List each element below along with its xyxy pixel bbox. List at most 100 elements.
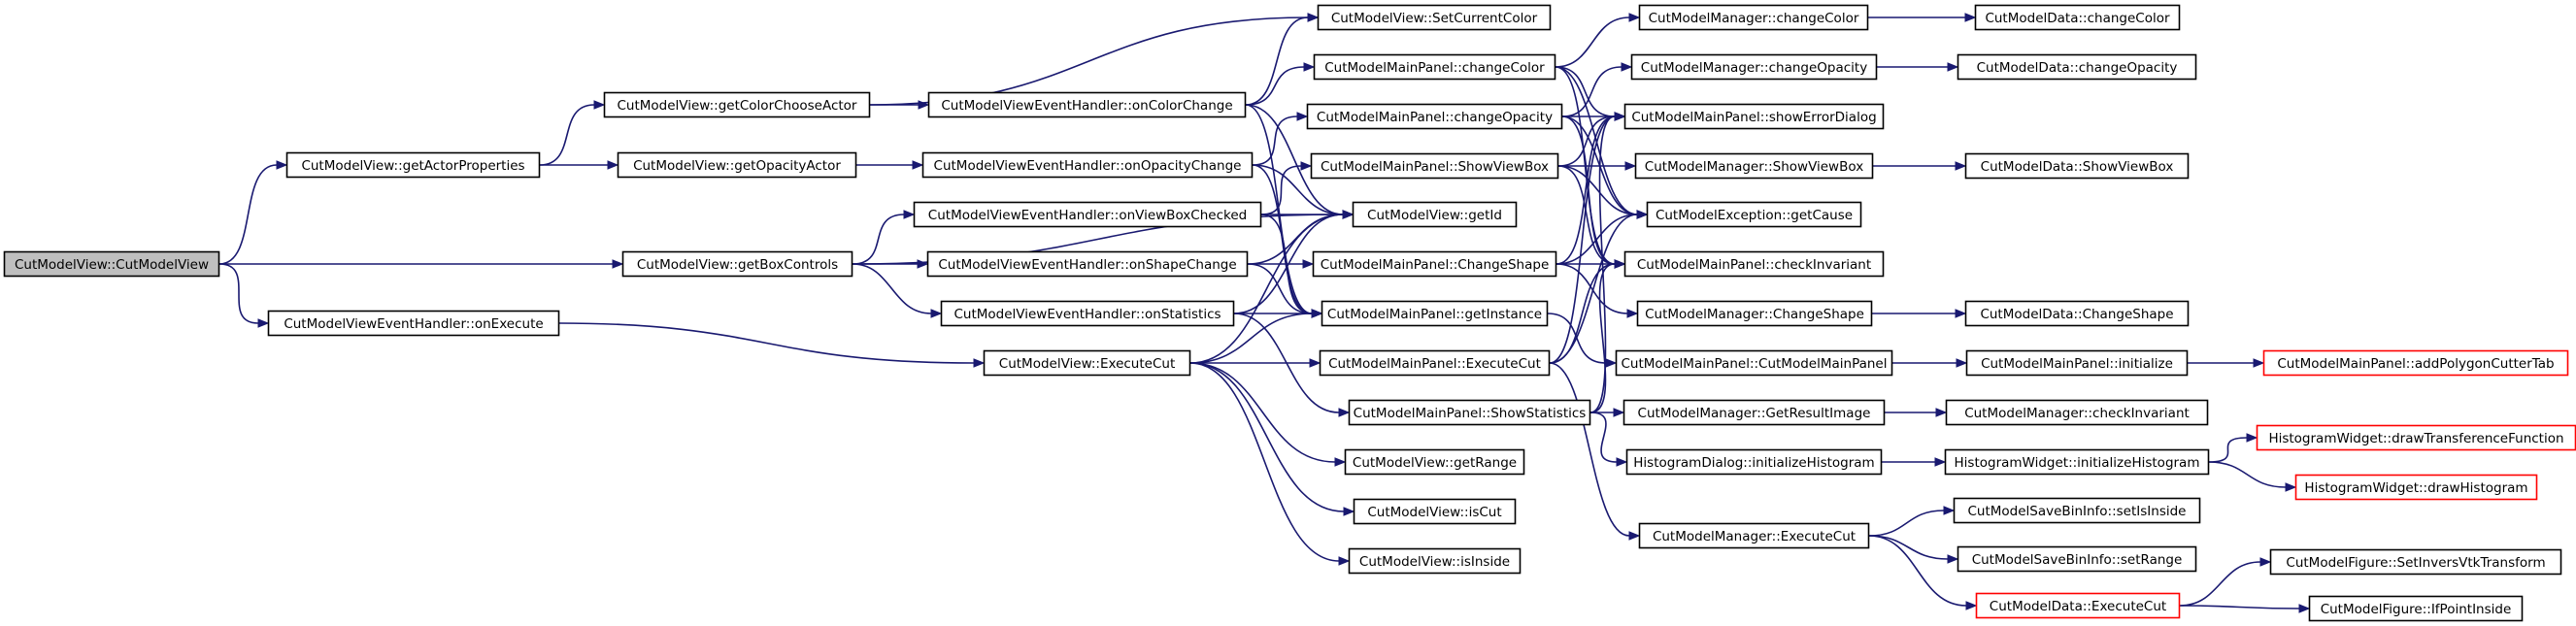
edge-root-to-getBoxControls bbox=[219, 259, 624, 269]
node-label: CutModelManager::changeOpacity bbox=[1641, 60, 1867, 76]
edge-root-to-getActorProperties bbox=[218, 160, 288, 265]
node-box bbox=[1615, 349, 1893, 377]
node-mpCtor[interactable]: CutModelMainPanel::CutModelMainPanel bbox=[1615, 349, 1893, 377]
node-ExecuteCut[interactable]: CutModelView::ExecuteCut bbox=[983, 349, 1191, 377]
edge-onColorChange-to-mpChangeColor bbox=[1245, 62, 1316, 106]
node-mgChangeShape[interactable]: CutModelManager::ChangeShape bbox=[1636, 300, 1873, 327]
node-isCut[interactable]: CutModelView::isCut bbox=[1353, 498, 1517, 525]
node-mpChangeOpacity[interactable]: CutModelMainPanel::changeOpacity bbox=[1306, 103, 1563, 130]
node-IfPointInside[interactable]: CutModelFigure::IfPointInside bbox=[2308, 595, 2524, 622]
node-getId[interactable]: CutModelView::getId bbox=[1352, 201, 1518, 228]
node-getBoxControls[interactable]: CutModelView::getBoxControls bbox=[621, 250, 853, 278]
node-label: CutModelData::changeOpacity bbox=[1977, 60, 2178, 76]
node-label: CutModelManager::changeColor bbox=[1649, 11, 1859, 26]
node-hdInitHistogram[interactable]: HistogramDialog::initializeHistogram bbox=[1625, 448, 1883, 476]
edge-getBoxControls-to-onStatistics bbox=[852, 263, 943, 318]
node-setRange[interactable]: CutModelSaveBinInfo::setRange bbox=[1957, 545, 2197, 573]
node-box bbox=[1344, 448, 1525, 476]
node-label: CutModelViewEventHandler::onColorChange bbox=[941, 98, 1232, 114]
edge-onShapeChange-to-mpChangeShape bbox=[1248, 259, 1315, 269]
node-mgChangeOpacity[interactable]: CutModelManager::changeOpacity bbox=[1630, 53, 1878, 81]
node-label: CutModelSaveBinInfo::setRange bbox=[1972, 552, 2183, 568]
edge-mpChangeShape-to-showErrorDialog bbox=[1556, 112, 1626, 265]
node-SetInversVtkTransform[interactable]: CutModelFigure::SetInversVtkTransform bbox=[2269, 548, 2562, 576]
node-box bbox=[617, 151, 857, 179]
node-onShapeChange[interactable]: CutModelViewEventHandler::onShapeChange bbox=[926, 250, 1249, 278]
node-label: CutModelView::isInside bbox=[1359, 554, 1510, 570]
node-label: CutModelMainPanel::addPolygonCutterTab bbox=[2277, 356, 2554, 372]
edge-dExecuteCut-to-IfPointInside bbox=[2179, 604, 2311, 613]
node-box bbox=[1352, 201, 1518, 228]
edge-mpExecuteCut-to-getCause bbox=[1549, 210, 1649, 364]
edge-mgChangeOpacity-to-dChangeOpacity bbox=[1877, 62, 1959, 72]
node-box bbox=[1638, 522, 1870, 549]
node-box bbox=[1975, 592, 2181, 619]
node-label: CutModelManager::checkInvariant bbox=[1964, 406, 2190, 421]
node-mpShowStatistics[interactable]: CutModelMainPanel::ShowStatistics bbox=[1348, 399, 1591, 426]
node-mgExecuteCut[interactable]: CutModelManager::ExecuteCut bbox=[1638, 522, 1870, 549]
node-mgCheckInvariant[interactable]: CutModelManager::checkInvariant bbox=[1945, 399, 2209, 426]
node-GetResultImage[interactable]: CutModelManager::GetResultImage bbox=[1623, 399, 1886, 426]
node-dChangeOpacity[interactable]: CutModelData::changeOpacity bbox=[1957, 53, 2197, 81]
node-getActorProperties[interactable]: CutModelView::getActorProperties bbox=[285, 151, 541, 179]
node-SetCurrentColor[interactable]: CutModelView::SetCurrentColor bbox=[1317, 4, 1552, 31]
node-label: CutModelViewEventHandler::onExecute bbox=[284, 316, 543, 332]
node-isInside[interactable]: CutModelView::isInside bbox=[1348, 547, 1522, 575]
node-dShowViewBox[interactable]: CutModelData::ShowViewBox bbox=[1964, 152, 2190, 180]
edge-mpShowStatistics-to-hdInitHistogram bbox=[1589, 412, 1628, 467]
node-onOpacityChange[interactable]: CutModelViewEventHandler::onOpacityChang… bbox=[921, 151, 1254, 179]
node-getColorChooseActor[interactable]: CutModelView::getColorChooseActor bbox=[603, 91, 871, 118]
node-onViewBoxChecked[interactable]: CutModelViewEventHandler::onViewBoxCheck… bbox=[913, 201, 1262, 228]
node-label: HistogramWidget::drawHistogram bbox=[2304, 480, 2527, 496]
node-getOpacityActor[interactable]: CutModelView::getOpacityActor bbox=[617, 151, 857, 179]
node-hwInitHistogram[interactable]: HistogramWidget::initializeHistogram bbox=[1944, 448, 2210, 476]
node-dExecuteCut[interactable]: CutModelData::ExecuteCut bbox=[1975, 592, 2181, 619]
node-box bbox=[1625, 448, 1883, 476]
node-onColorChange[interactable]: CutModelViewEventHandler::onColorChange bbox=[927, 91, 1247, 118]
edge-ExecuteCut-to-getInstance bbox=[1189, 309, 1323, 364]
node-dChangeColor[interactable]: CutModelData::changeColor bbox=[1974, 4, 2181, 31]
edge-mpChangeColor-to-mgChangeColor bbox=[1555, 13, 1641, 68]
node-getCause[interactable]: CutModelException::getCause bbox=[1646, 201, 1862, 228]
edge-getColorChooseActor-to-SetCurrentColor bbox=[869, 13, 1320, 106]
node-box bbox=[1348, 399, 1591, 426]
edge-hwInitHistogram-to-drawHistogram bbox=[2208, 461, 2297, 492]
edge-root-to-onExecute bbox=[218, 263, 270, 328]
edge-mpShowStatistics-to-checkInvariantMP bbox=[1589, 259, 1626, 413]
edge-onExecute-to-ExecuteCut bbox=[558, 322, 986, 368]
node-checkInvariantMP[interactable]: CutModelMainPanel::checkInvariant bbox=[1623, 250, 1885, 278]
node-root[interactable]: CutModelView::CutModelView bbox=[3, 250, 220, 278]
node-onExecute[interactable]: CutModelViewEventHandler::onExecute bbox=[267, 310, 560, 337]
node-label: CutModelView::getOpacityActor bbox=[633, 158, 841, 174]
edge-ExecuteCut-to-mpExecuteCut bbox=[1189, 358, 1321, 368]
node-box bbox=[927, 91, 1247, 118]
node-mpChangeColor[interactable]: CutModelMainPanel::changeColor bbox=[1313, 53, 1556, 81]
node-getRange[interactable]: CutModelView::getRange bbox=[1344, 448, 1525, 476]
nodes-layer: CutModelView::CutModelViewCutModelView::… bbox=[3, 4, 2576, 622]
node-setIsInside[interactable]: CutModelSaveBinInfo::setIsInside bbox=[1953, 497, 2201, 524]
node-mpInitialize[interactable]: CutModelMainPanel::initialize bbox=[1965, 349, 2189, 377]
node-showErrorDialog[interactable]: CutModelMainPanel::showErrorDialog bbox=[1623, 103, 1885, 130]
node-dChangeShape[interactable]: CutModelData::ChangeShape bbox=[1964, 300, 2190, 327]
node-label: CutModelMainPanel::initialize bbox=[1981, 356, 2173, 372]
node-box bbox=[1623, 399, 1886, 426]
node-mpShowViewBox[interactable]: CutModelMainPanel::ShowViewBox bbox=[1310, 152, 1559, 180]
node-label: CutModelManager::ExecuteCut bbox=[1653, 529, 1856, 544]
node-drawHistogram[interactable]: HistogramWidget::drawHistogram bbox=[2294, 474, 2538, 501]
node-label: CutModelData::changeColor bbox=[1985, 11, 2170, 26]
node-drawTransferenceFunction[interactable]: HistogramWidget::drawTransferenceFunctio… bbox=[2256, 424, 2576, 451]
edge-ExecuteCut-to-isInside bbox=[1189, 362, 1351, 566]
node-label: CutModelViewEventHandler::onShapeChange bbox=[938, 257, 1236, 273]
node-label: CutModelMainPanel::CutModelMainPanel bbox=[1621, 356, 1887, 372]
node-mpExecuteCut[interactable]: CutModelMainPanel::ExecuteCut bbox=[1319, 349, 1551, 377]
node-box bbox=[1348, 547, 1522, 575]
node-mpChangeShape[interactable]: CutModelMainPanel::ChangeShape bbox=[1312, 250, 1557, 278]
node-addPolygonCutterTab[interactable]: CutModelMainPanel::addPolygonCutterTab bbox=[2262, 349, 2569, 377]
node-getInstance[interactable]: CutModelMainPanel::getInstance bbox=[1321, 300, 1549, 327]
node-mgChangeColor[interactable]: CutModelManager::changeColor bbox=[1638, 4, 1869, 31]
node-onStatistics[interactable]: CutModelViewEventHandler::onStatistics bbox=[940, 300, 1235, 327]
node-label: CutModelMainPanel::ExecuteCut bbox=[1328, 356, 1541, 372]
node-mgShowViewBox[interactable]: CutModelManager::ShowViewBox bbox=[1634, 152, 1874, 180]
edge-mpChangeShape-to-mgChangeShape bbox=[1556, 263, 1639, 318]
